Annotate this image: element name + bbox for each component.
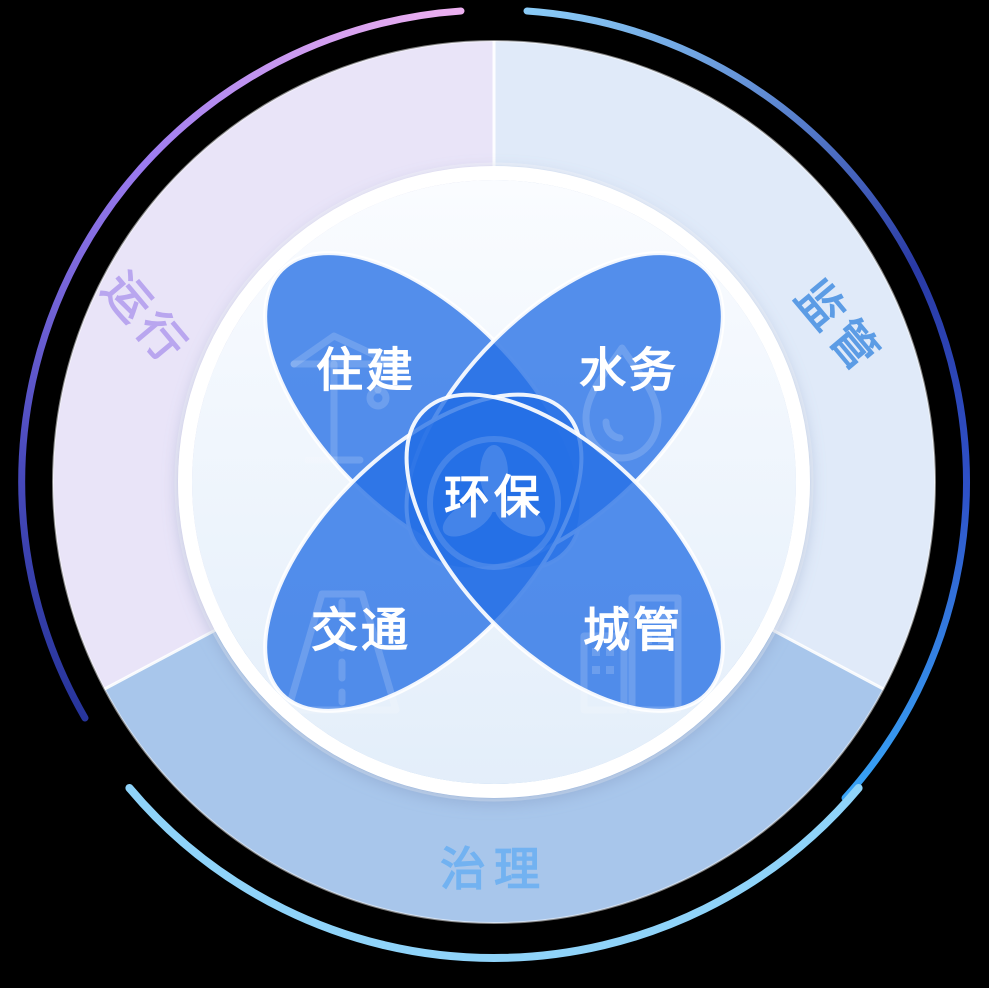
center-area[interactable]: 环保 bbox=[427, 436, 561, 570]
water-drop-icon bbox=[582, 344, 662, 462]
arc-bottom-cyan bbox=[125, 784, 863, 962]
inner-ring bbox=[178, 166, 810, 798]
inner-ring-glow bbox=[174, 162, 814, 802]
petal-flower bbox=[263, 251, 777, 765]
outer-ring-rim bbox=[52, 40, 936, 924]
petal-city[interactable] bbox=[353, 341, 777, 765]
petal-label-housing: 住建 bbox=[316, 344, 416, 399]
decorative-arcs bbox=[18, 7, 970, 962]
buildings-icon bbox=[580, 594, 682, 714]
petal-labels: 住建 水务 交通 城管 bbox=[311, 344, 683, 659]
sector-label-governance: 治理 bbox=[440, 842, 548, 896]
petal-label-water: 水务 bbox=[579, 344, 679, 399]
road-icon bbox=[284, 590, 400, 714]
center-label: 环保 bbox=[444, 470, 544, 524]
petal-label-city: 城管 bbox=[583, 604, 683, 659]
crane-icon bbox=[290, 332, 398, 464]
arc-left-gradient bbox=[18, 7, 465, 722]
leaf-icon bbox=[427, 436, 561, 570]
petal-label-traffic: 交通 bbox=[311, 604, 411, 659]
arc-right-gradient bbox=[523, 7, 970, 802]
